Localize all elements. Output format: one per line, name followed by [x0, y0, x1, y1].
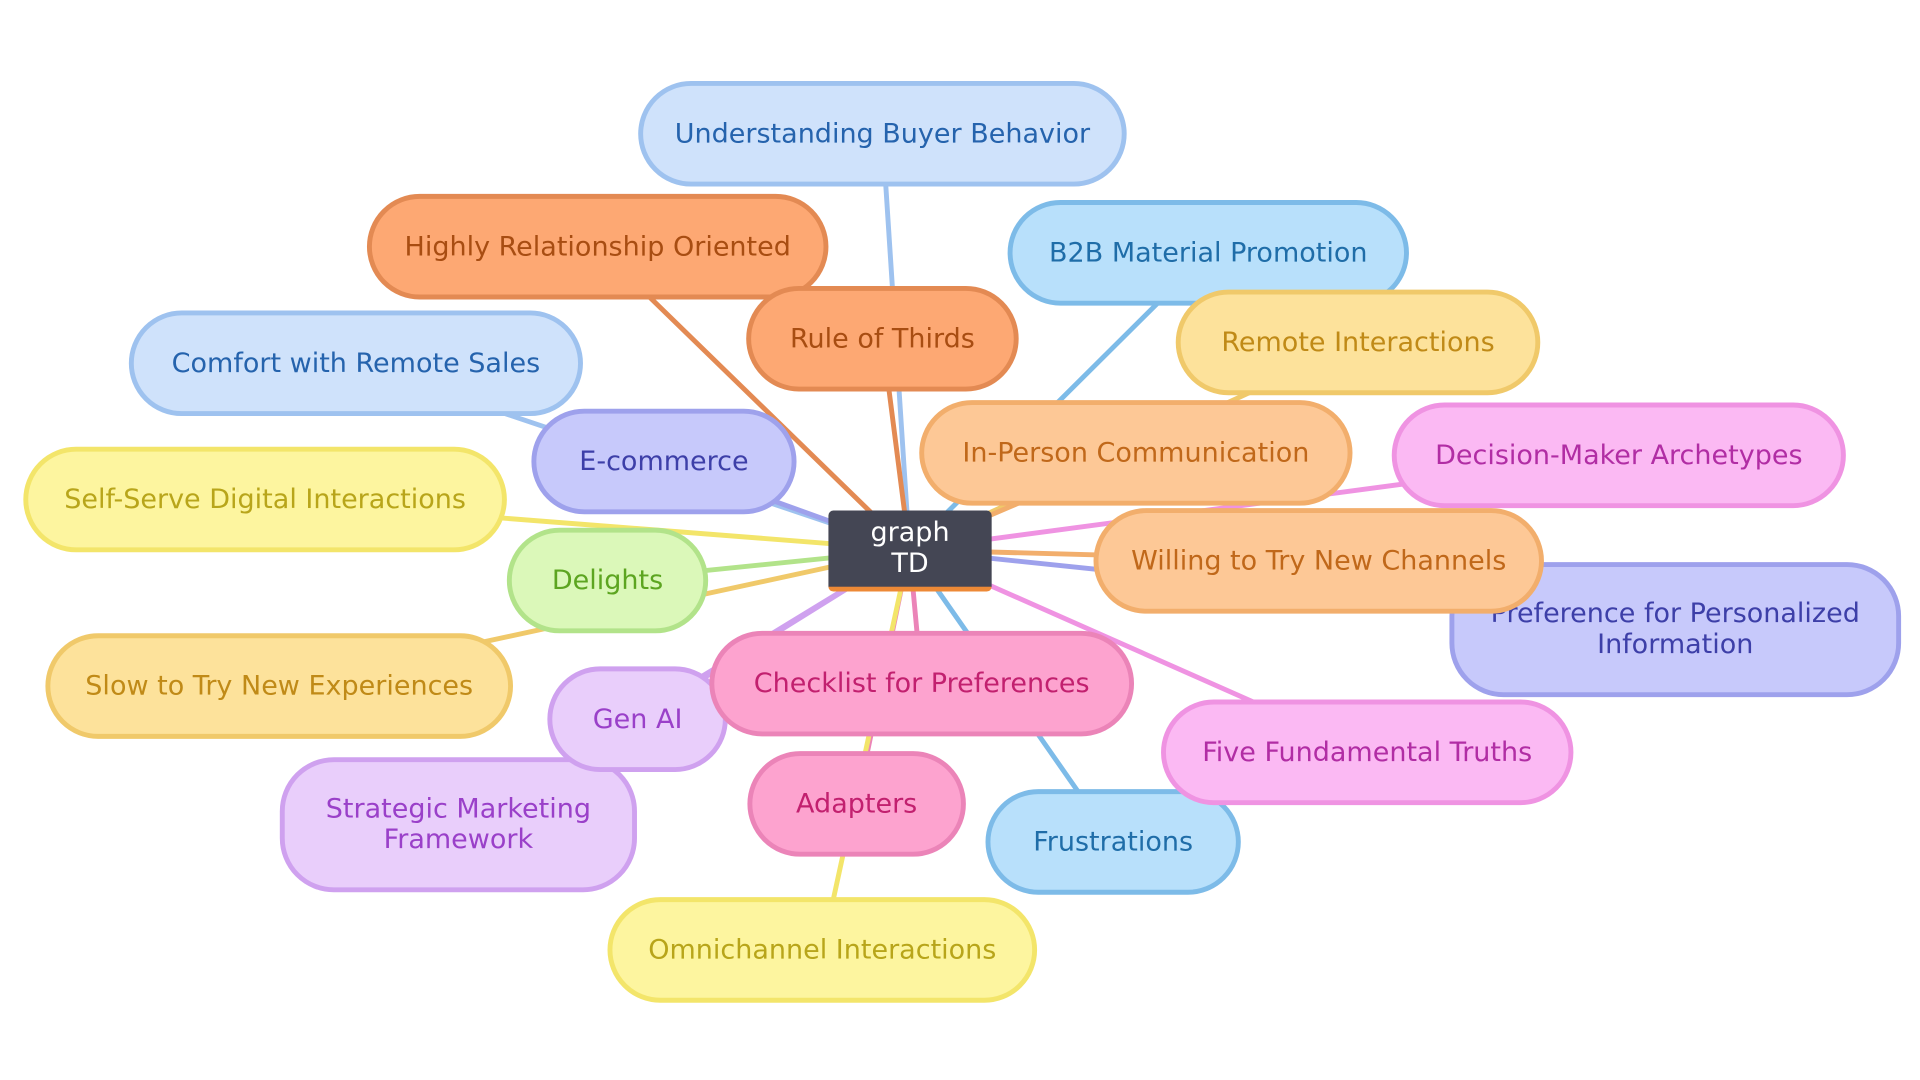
- node-slow-to-try-new-experiences: Slow to Try New Experiences: [45, 633, 514, 739]
- node-label: Understanding Buyer Behavior: [674, 118, 1091, 150]
- node-willing-to-try-new-channels: Willing to Try New Channels: [1093, 508, 1544, 614]
- node-e-commerce: E-commerce: [531, 408, 797, 515]
- node-omnichannel-interactions: Omnichannel Interactions: [607, 897, 1038, 1003]
- node-delights: Delights: [506, 527, 709, 634]
- node-label: Rule of Thirds: [789, 323, 975, 355]
- node-label: Decision-Maker Archetypes: [1435, 439, 1803, 471]
- node-label: Delights: [551, 565, 664, 596]
- node-remote-interactions: Remote Interactions: [1175, 289, 1541, 396]
- node-understanding-buyer-behavior: Understanding Buyer Behavior: [638, 81, 1127, 187]
- node-highly-relationship-oriented: Highly Relationship Oriented: [366, 193, 829, 300]
- root-label: graph TD: [870, 517, 950, 580]
- node-label: Gen AI: [592, 703, 683, 735]
- node-label: Frustrations: [1033, 826, 1194, 858]
- node-label: Remote Interactions: [1221, 327, 1495, 358]
- node-gen-ai: Gen AI: [547, 666, 728, 772]
- node-in-person-communication: In-Person Communication: [919, 400, 1353, 506]
- node-label: Willing to Try New Channels: [1131, 545, 1507, 577]
- node-self-serve-digital-interactions: Self-Serve Digital Interactions: [23, 446, 507, 553]
- node-decision-maker-archetypes: Decision-Maker Archetypes: [1391, 402, 1846, 509]
- node-label: E-commerce: [579, 446, 749, 477]
- node-label: B2B Material Promotion: [1049, 237, 1368, 269]
- node-strategic-marketing-framework: Strategic Marketing Framework: [279, 757, 637, 893]
- node-label: Highly Relationship Oriented: [404, 231, 791, 263]
- node-label: Preference for Personalized Information: [1490, 598, 1860, 661]
- node-frustrations: Frustrations: [985, 789, 1241, 895]
- root-node: graph TD: [828, 510, 992, 592]
- node-rule-of-thirds: Rule of Thirds: [746, 285, 1019, 392]
- node-label: Five Fundamental Truths: [1202, 736, 1533, 768]
- node-adapters: Adapters: [747, 751, 966, 857]
- edge-root-to-n21: [819, 547, 912, 953]
- node-label: Self-Serve Digital Interactions: [64, 484, 466, 515]
- node-label: Checklist for Preferences: [753, 668, 1090, 699]
- node-five-fundamental-truths: Five Fundamental Truths: [1161, 699, 1574, 806]
- node-label: Strategic Marketing Framework: [325, 794, 592, 856]
- node-label: Omnichannel Interactions: [648, 934, 997, 966]
- node-label: In-Person Communication: [962, 437, 1310, 469]
- node-label: Adapters: [796, 788, 918, 820]
- node-comfort-with-remote-sales: Comfort with Remote Sales: [128, 310, 583, 417]
- node-checklist-for-preferences: Checklist for Preferences: [709, 630, 1135, 737]
- node-label: Comfort with Remote Sales: [171, 347, 541, 379]
- node-label: Slow to Try New Experiences: [85, 670, 474, 702]
